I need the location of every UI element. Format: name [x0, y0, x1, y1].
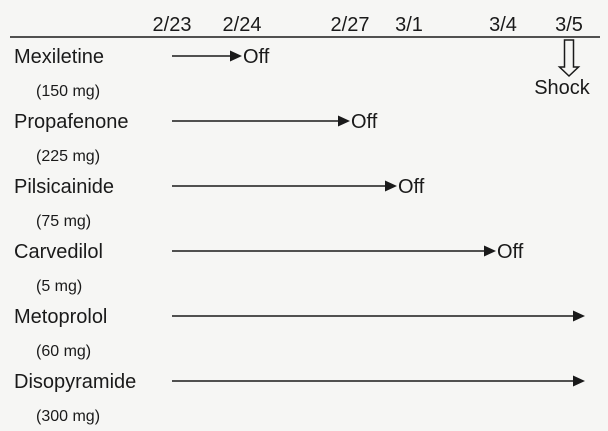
shock-event: Shock — [534, 39, 591, 99]
drug-row: Disopyramide (300 mg) — [14, 371, 585, 425]
drug-name: Metoprolol — [14, 306, 107, 328]
end-label: Off — [351, 111, 378, 133]
drug-row: Propafenone (225 mg) Off — [14, 111, 378, 165]
arrowhead — [338, 115, 350, 127]
end-label: Off — [497, 241, 524, 263]
drug-name: Carvedilol — [14, 241, 103, 263]
end-label: Off — [243, 46, 270, 68]
date-labels: 2/23 2/24 2/27 3/1 3/4 3/5 — [153, 14, 583, 36]
drug-name: Mexiletine — [14, 46, 104, 68]
drug-dose: (300 mg) — [36, 408, 100, 425]
drug-dose: (75 mg) — [36, 213, 91, 230]
drug-row: Carvedilol (5 mg) Off — [14, 241, 524, 295]
arrowhead — [573, 375, 585, 387]
arrowhead — [385, 180, 397, 192]
drug-dose: (225 mg) — [36, 148, 100, 165]
date-label: 3/4 — [489, 14, 517, 36]
date-label: 2/27 — [331, 14, 370, 36]
shock-label: Shock — [534, 77, 591, 99]
date-label: 3/1 — [395, 14, 423, 36]
shock-arrow-icon — [557, 39, 581, 78]
drug-name: Propafenone — [14, 111, 129, 133]
end-label: Off — [398, 176, 425, 198]
drug-dose: (5 mg) — [36, 278, 82, 295]
arrowhead — [484, 245, 496, 257]
drug-row: Mexiletine (150 mg) Off — [14, 46, 270, 100]
date-label: 2/24 — [223, 14, 262, 36]
drug-name: Pilsicainide — [14, 176, 114, 198]
drug-row: Metoprolol (60 mg) — [14, 306, 585, 360]
drug-name: Disopyramide — [14, 371, 136, 393]
arrowhead — [573, 310, 585, 322]
drug-dose: (60 mg) — [36, 343, 91, 360]
arrowhead — [230, 50, 242, 62]
drug-dose: (150 mg) — [36, 83, 100, 100]
date-label: 3/5 — [555, 14, 583, 36]
date-label: 2/23 — [153, 14, 192, 36]
drug-row: Pilsicainide (75 mg) Off — [14, 176, 425, 230]
